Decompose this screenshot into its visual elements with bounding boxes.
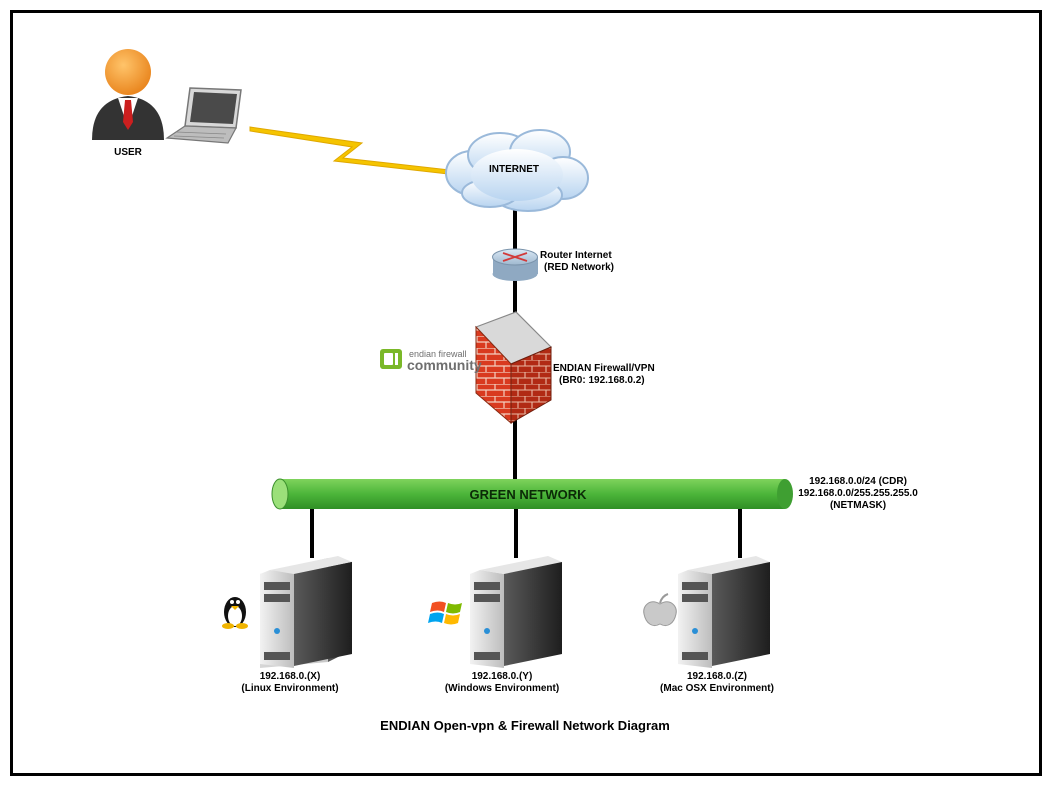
wireless-lightning-icon — [249, 126, 451, 175]
apple-icon — [643, 593, 677, 627]
network-cidr-text: 192.168.0.0/24 (CDR) — [809, 476, 907, 487]
firewall-label-line1: ENDIAN Firewall/VPN — [553, 363, 655, 374]
green-network-bus: GREEN NETWORK — [271, 478, 793, 510]
server-x-label: 192.168.0.(X) (Linux Environment) — [230, 671, 350, 695]
server-x-icon — [260, 556, 352, 668]
network-address-label: 192.168.0.0/24 (CDR) 192.168.0.0/255.255… — [788, 476, 928, 512]
user-label: USER — [114, 147, 142, 158]
linux-tux-icon — [222, 597, 248, 629]
green-network-label: GREEN NETWORK — [470, 487, 588, 502]
server-z-label: 192.168.0.(Z) (Mac OSX Environment) — [655, 671, 779, 695]
server-z-ip: 192.168.0.(Z) — [686, 671, 748, 682]
network-netmask-tag: (NETMASK) — [829, 500, 887, 511]
firewall-label-line2: (BR0: 192.168.0.2) — [559, 375, 645, 386]
firewall-label: ENDIAN Firewall/VPN (BR0: 192.168.0.2) — [553, 363, 655, 387]
windows-flag-icon — [428, 601, 462, 625]
router-label-line1: Router Internet — [540, 250, 612, 261]
logo-top-text: endian firewall — [409, 349, 467, 359]
network-netmask-text: 192.168.0.0/255.255.255.0 — [798, 488, 918, 499]
server-x-env: (Linux Environment) — [241, 683, 339, 694]
endian-community-logo: endian firewall community — [380, 349, 482, 373]
server-z-icon — [678, 556, 770, 668]
server-y-label: 192.168.0.(Y) (Windows Environment) — [440, 671, 564, 695]
server-y-env: (Windows Environment) — [444, 683, 560, 694]
laptop-icon — [165, 87, 242, 144]
internet-label: INTERNET — [489, 164, 539, 175]
logo-bottom-text: community — [407, 357, 482, 373]
server-y-icon — [470, 556, 562, 668]
router-icon — [492, 248, 538, 281]
internet-cloud-icon — [445, 129, 589, 212]
router-label: Router Internet (RED Network) — [540, 250, 614, 274]
server-y-ip: 192.168.0.(Y) — [471, 671, 533, 682]
server-z-env: (Mac OSX Environment) — [660, 683, 774, 694]
user-person-icon — [92, 49, 164, 140]
firewall-brick-icon — [474, 311, 553, 425]
router-label-line2: (RED Network) — [544, 262, 615, 273]
server-x-ip: 192.168.0.(X) — [259, 671, 321, 682]
diagram-caption: ENDIAN Open-vpn & Firewall Network Diagr… — [380, 718, 670, 733]
